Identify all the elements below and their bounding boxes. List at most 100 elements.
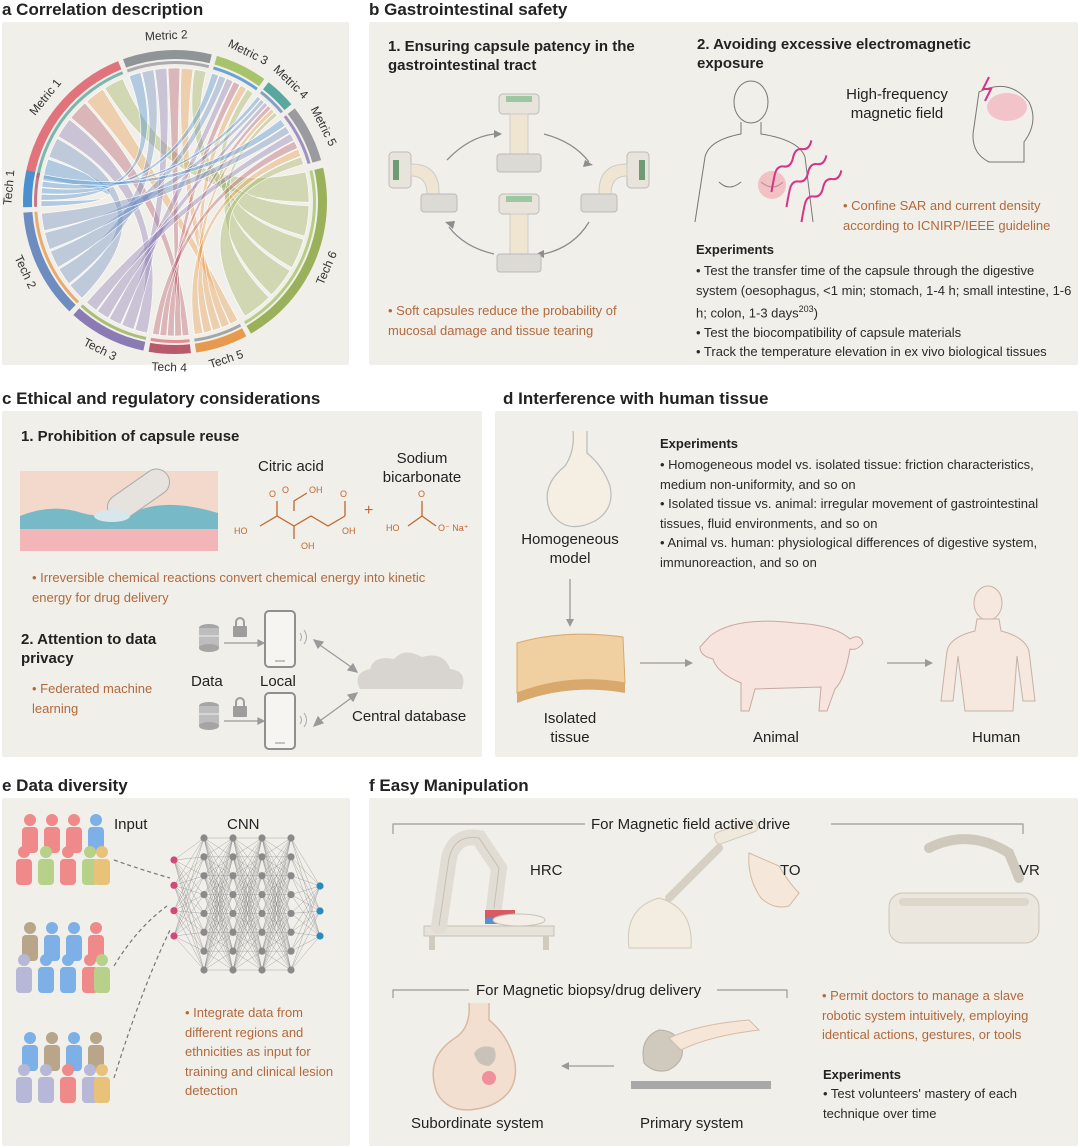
cnn-connection: [290, 894, 321, 912]
cnn-connection: [261, 875, 292, 971]
panel-a-title: a Correlation description: [2, 0, 204, 19]
cnn-connection: [290, 910, 321, 914]
cnn-connection: [173, 856, 205, 886]
lock-icon: [233, 617, 247, 637]
cnn-connection: [261, 837, 292, 952]
cycle-arrow: [543, 221, 590, 255]
panel-d: Experiments • Homogeneous model vs. isol…: [495, 411, 1078, 757]
cnn-connection: [232, 837, 263, 914]
chord-link: [152, 140, 299, 336]
inner-ring-arc: [244, 170, 316, 325]
cycle-arrow: [543, 133, 590, 163]
chord-link: [198, 84, 248, 331]
cnn-connection: [173, 859, 205, 876]
cnn-node: [229, 834, 237, 842]
chord-link: [104, 78, 310, 203]
experiments-f-title: Experiments: [823, 1067, 902, 1082]
cnn-connection: [173, 859, 205, 895]
cnn-connection: [203, 894, 234, 971]
svg-text:O: O: [418, 489, 425, 499]
capsule-cycle-illustration: [388, 93, 650, 273]
cnn-connection: [290, 894, 321, 937]
cnn-node: [229, 872, 237, 880]
cnn-node: [287, 834, 295, 842]
cnn-connection: [173, 837, 205, 937]
soft-capsule-note: • Soft capsules reduce the probability o…: [388, 303, 617, 338]
local-label: Local: [260, 673, 296, 690]
experiments-b-list: • Test the transfer time of the capsule …: [696, 261, 1074, 362]
cnn-connection: [203, 837, 234, 895]
cnn-connection: [173, 856, 205, 937]
inner-ring-arc: [194, 323, 242, 342]
cnn-connection: [173, 875, 205, 911]
cnn-node: [200, 947, 208, 955]
svg-text:O: O: [340, 489, 347, 499]
phone-icon-bottom: [264, 692, 296, 750]
cnn-connection: [261, 837, 292, 895]
chord-link: [167, 81, 241, 337]
cnn-connection: [261, 837, 292, 858]
hrc-label: HRC: [530, 862, 563, 879]
cnn-node: [258, 872, 266, 880]
dashed-arrow: [113, 859, 171, 879]
cnn-connection: [203, 837, 234, 914]
person-figure: [94, 1064, 110, 1103]
chord-link: [96, 101, 269, 319]
federated-learning-note: • Federated machine learning: [32, 681, 153, 716]
chord-link: [180, 67, 230, 328]
cnn-connection: [232, 837, 263, 895]
svg-text:OH: OH: [301, 541, 315, 551]
cnn-connection: [261, 837, 292, 933]
svg-text:OH: OH: [342, 526, 356, 536]
experiments-d-list: • Homogeneous model vs. isolated tissue:…: [660, 455, 1065, 572]
data-label: Data: [191, 673, 223, 690]
primary-system-label: Primary system: [640, 1115, 744, 1132]
inner-ring-arc: [80, 304, 147, 340]
tech-arc: [148, 342, 191, 354]
cnn-connection: [173, 856, 205, 861]
subordinate-stomach: [432, 1002, 517, 1111]
cnn-node: [229, 947, 237, 955]
haptic-device: [627, 819, 800, 949]
sodium-bicarbonate-label: Sodium bicarbonate: [382, 450, 462, 486]
tech-label: Tech 5: [207, 347, 245, 371]
cnn-connection: [261, 837, 292, 914]
experiment-b-1: • Test the transfer time of the capsule …: [696, 263, 1072, 321]
cnn-node: [170, 932, 178, 940]
cnn-connection: [232, 894, 263, 971]
cnn-node: [287, 890, 295, 899]
experiments-d-title: Experiments: [660, 436, 739, 451]
cloud-icon: [357, 652, 464, 689]
database-icon-top: [199, 624, 219, 652]
cnn-connection: [261, 856, 292, 971]
cnn-node: [287, 928, 295, 936]
cnn-connection: [173, 910, 205, 933]
chord-link: [191, 69, 310, 237]
cnn-connection: [290, 837, 321, 887]
chord-link: [40, 72, 220, 195]
tech-arc: [246, 167, 328, 334]
experiment-d-2: • Isolated tissue vs. animal: irregular …: [660, 496, 1039, 531]
person-figure: [38, 954, 54, 993]
cnn-node: [287, 872, 295, 880]
metric-arc: [214, 55, 265, 87]
cnn-connection: [290, 935, 321, 952]
cnn-node: [170, 907, 178, 915]
cnn-connection: [173, 910, 205, 971]
data-privacy-heading: 2. Attention to data privacy: [21, 631, 157, 667]
cnn-connection: [232, 837, 263, 876]
chord-link: [191, 148, 302, 335]
cnn-connection: [232, 913, 263, 971]
capsule-top: [496, 93, 542, 173]
signal-icon: [299, 629, 307, 728]
cnn-node: [229, 966, 237, 974]
cnn-connection: [173, 837, 205, 861]
experiment-b-2: • Test the biocompatibility of capsule m…: [696, 324, 962, 340]
chord-link: [42, 119, 286, 186]
cnn-connection: [290, 913, 321, 937]
cnn-connection: [173, 885, 205, 914]
inner-ring-arc: [283, 115, 311, 164]
phone-icon-top: [264, 610, 296, 668]
pig-animal: [699, 620, 864, 712]
cnn-connection: [173, 856, 205, 911]
